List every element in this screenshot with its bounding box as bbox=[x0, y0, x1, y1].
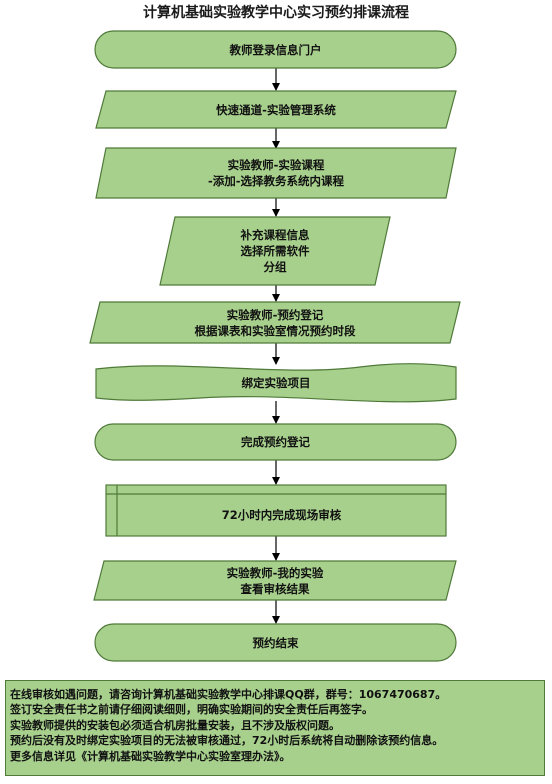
step-1-label: 教师登录信息门户 bbox=[95, 31, 456, 68]
step-3-label: 实验教师-实验课程 -添加-选择教务系统内课程 bbox=[96, 148, 456, 198]
step-9-parallelogram-shape bbox=[93, 560, 457, 601]
step-10-terminator-shape bbox=[94, 623, 457, 662]
step-2-parallelogram-shape bbox=[95, 90, 457, 129]
note-line-3: 实验教师提供的安装包必须适合机房批量安装，且不涉及版权问题。 bbox=[10, 718, 340, 732]
step-2-label: 快速通道-实验管理系统 bbox=[96, 91, 456, 128]
step-9-label: 实验教师-我的实验 查看审核结果 bbox=[94, 561, 456, 600]
step-4-label: 补充课程信息 选择所需软件 分组 bbox=[160, 217, 390, 285]
note-line-2: 签订安全责任书之前请仔细阅读细则，明确实验期间的安全责任后再签字。 bbox=[10, 703, 373, 717]
step-1-terminator-shape bbox=[94, 30, 457, 69]
step-3-parallelogram-shape bbox=[95, 147, 457, 199]
step-1-line-1: 教师登录信息门户 bbox=[229, 42, 322, 57]
step-5-label: 实验教师-预约登记 根据课表和实验室情况预约时段 bbox=[90, 302, 460, 343]
step-5-line-2: 根据课表和实验室情况预约时段 bbox=[194, 323, 356, 338]
note-line-5: 更多信息详见《计算机基础实验教学中心实验室理办法》。 bbox=[10, 749, 291, 763]
step-7-line-1: 完成预约登记 bbox=[241, 435, 310, 449]
step-4-parallelogram-shape bbox=[159, 216, 391, 286]
step-4-line-1: 补充课程信息 bbox=[240, 228, 310, 242]
note-line-1: 在线审核如遇问题，请咨询计算机基础实验教学中心排课QQ群，群号：10674706… bbox=[10, 688, 447, 701]
step-3-line-2: -添加-选择教务系统内课程 bbox=[207, 174, 345, 188]
step-2-line-1: 快速通道-实验管理系统 bbox=[216, 102, 336, 117]
step-9-line-1: 实验教师-我的实验 bbox=[226, 565, 324, 580]
step-6-line-1: 绑定实验项目 bbox=[241, 376, 311, 390]
step-10-label: 预约结束 bbox=[95, 624, 456, 661]
step-3-line-1: 实验教师-实验课程 bbox=[227, 158, 325, 172]
step-8-label: 72小时内完成现场审核 bbox=[117, 494, 446, 536]
info-note-box: 在线审核如遇问题，请咨询计算机基础实验教学中心排课QQ群，群号：10674706… bbox=[5, 680, 545, 776]
step-7-label: 完成预约登记 bbox=[95, 424, 456, 460]
step-4-line-3: 分组 bbox=[263, 260, 287, 274]
step-7-terminator-shape bbox=[94, 423, 457, 461]
note-line-4: 预约后没有及时绑定实验项目的无法被审核通过，72小时后系统将自动删除该预约信息。 bbox=[10, 734, 444, 748]
step-4-line-2: 选择所需软件 bbox=[240, 244, 310, 258]
chart-title: 计算机基础实验教学中心实习预约排课流程 bbox=[143, 5, 409, 21]
step-9-line-2: 查看审核结果 bbox=[240, 581, 310, 596]
step-5-line-1: 实验教师-预约登记 bbox=[226, 307, 324, 322]
step-10-line-1: 预约结束 bbox=[252, 635, 299, 650]
step-8-line-1: 72小时内完成现场审核 bbox=[221, 508, 342, 522]
step-6-tape-shape bbox=[95, 363, 457, 403]
step-5-parallelogram-shape bbox=[89, 301, 461, 344]
step-6-label: 绑定实验项目 bbox=[96, 366, 456, 400]
